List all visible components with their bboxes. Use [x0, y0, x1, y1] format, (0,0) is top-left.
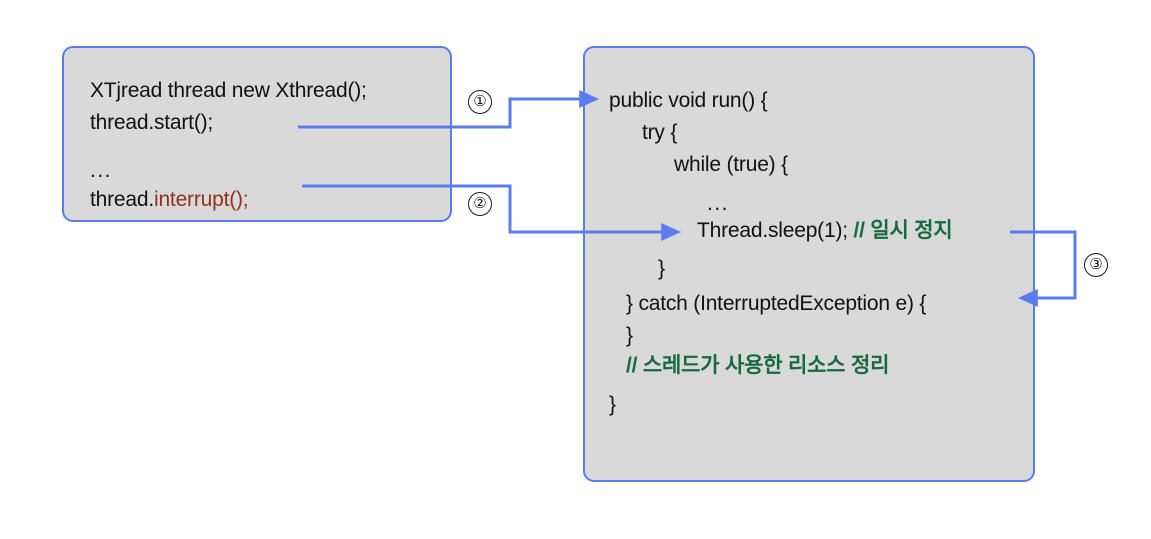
right-code-line-while: while (true) { [674, 153, 788, 176]
left-code-line-interrupt-call: interrupt(); [153, 188, 249, 211]
callout-marker-2: ② [468, 192, 492, 216]
right-code-line-run-signature: public void run() { [609, 89, 768, 112]
callout-marker-1: ① [468, 90, 492, 114]
right-code-line-sleep: Thread.sleep(1); // 일시 정지 [697, 220, 953, 241]
right-code-line-try: try { [642, 121, 678, 144]
thread-run-code-block: public void run() { try { while (true) {… [583, 46, 1035, 482]
callout-marker-3: ③ [1084, 253, 1108, 277]
right-code-line-cleanup-comment: // 스레드가 사용한 리소스 정리 [626, 354, 890, 377]
left-code-line-interrupt: thread.interrupt(); [90, 188, 249, 211]
left-code-line-interrupt-prefix: thread. [90, 188, 154, 211]
left-code-line-ellipsis: ... [90, 159, 113, 182]
right-code-line-close-method: } [609, 393, 616, 416]
right-code-line-catch: } catch (InterruptedException e) { [626, 292, 927, 315]
right-code-line-close-while: } [658, 257, 665, 280]
right-code-line-sleep-call: Thread.sleep(1); [697, 219, 854, 242]
right-code-line-close-catch: } [626, 324, 633, 347]
right-code-line-ellipsis: ... [707, 192, 730, 215]
right-code-line-sleep-comment: // 일시 정지 [853, 219, 953, 242]
left-code-line-1: XTjread thread new Xthread(); [90, 79, 367, 102]
left-code-line-2: thread.start(); [90, 111, 214, 134]
caller-code-block: XTjread thread new Xthread(); thread.sta… [62, 46, 452, 222]
